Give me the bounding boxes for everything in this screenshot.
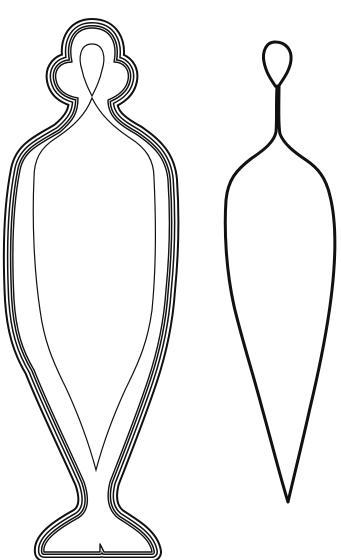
right-figure-body: [225, 86, 335, 502]
right-figure-single-outline: [225, 42, 335, 502]
right-figure-head: [263, 42, 291, 87]
left-figure-concentric-outline: [13, 28, 169, 552]
